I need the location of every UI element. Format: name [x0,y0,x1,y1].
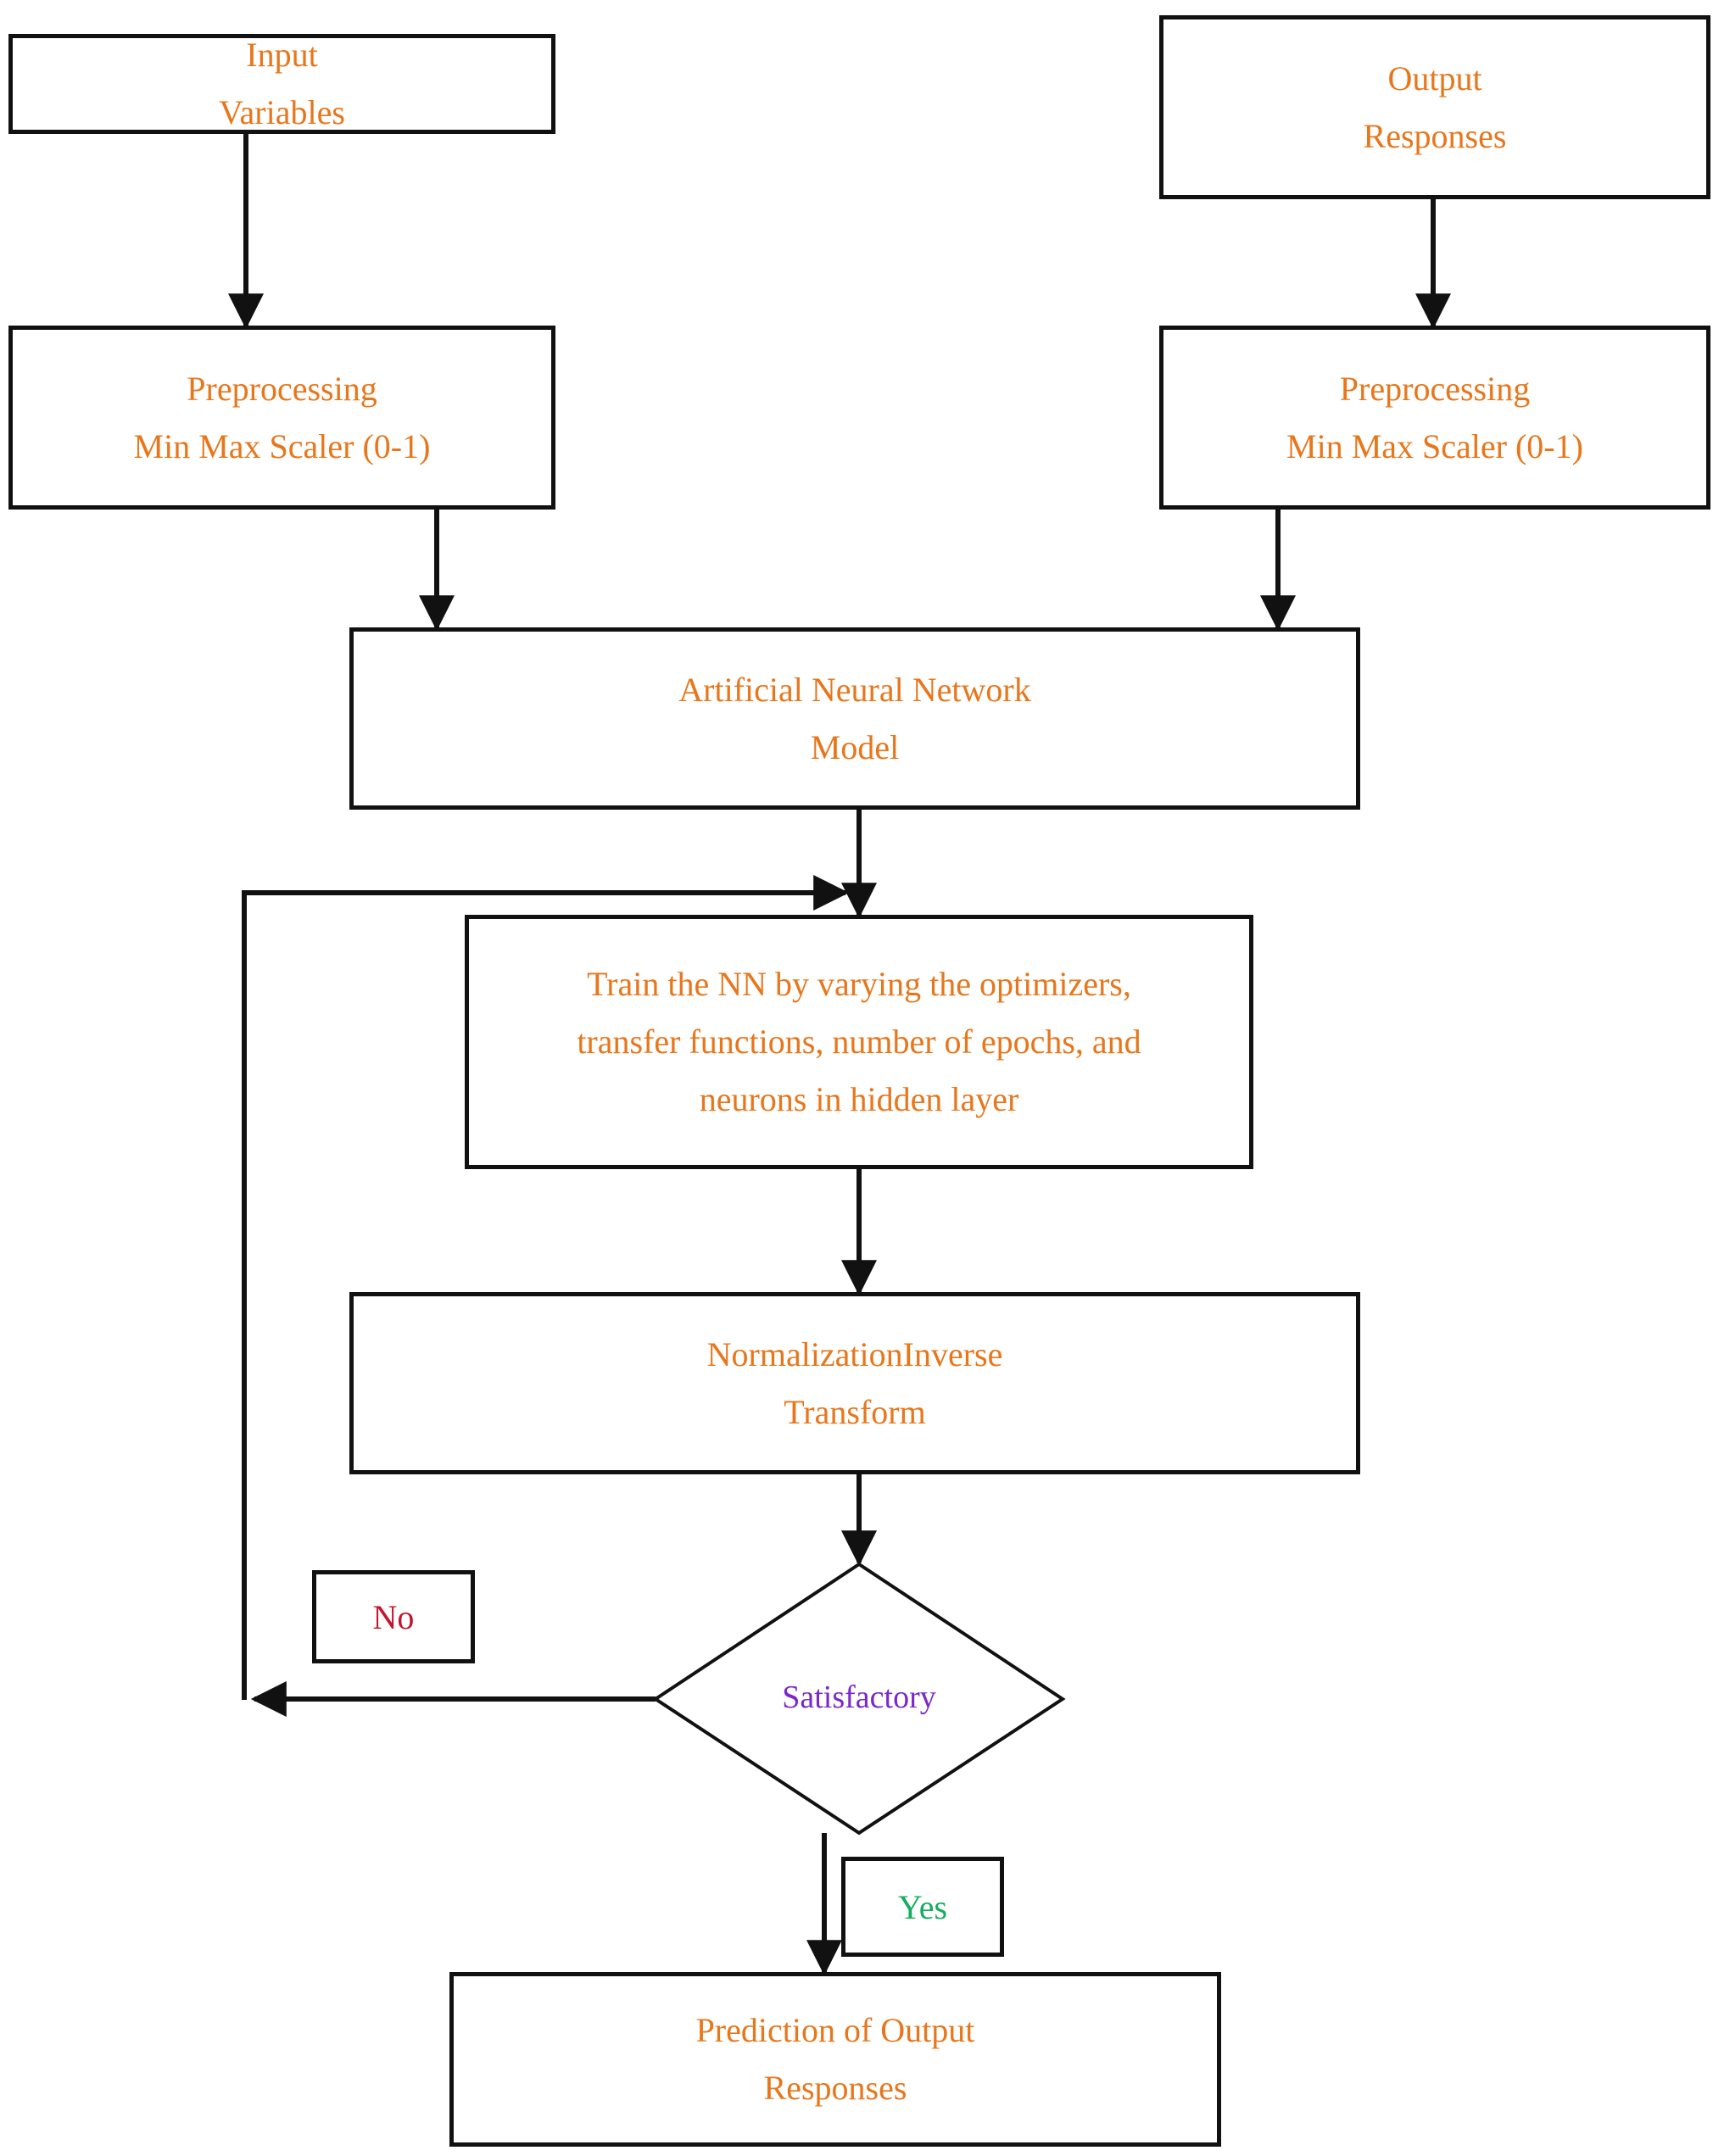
node-preprocessing-left-line2: Min Max Scaler (0-1) [133,426,431,465]
decision-label: Satisfactory [782,1680,936,1715]
node-train-nn[interactable]: Train the NN by varying the optimizers, … [465,915,1253,1169]
node-prediction-line1: Prediction of Output [695,2011,975,2049]
node-normalization-inverse-transform[interactable]: NormalizationInverse Transform [349,1292,1360,1474]
edge-label-yes: Yes [841,1857,1004,1957]
node-train-nn-line2: transfer functions, number of epochs, an… [577,1022,1141,1061]
node-preprocessing-left-line1: Preprocessing [187,369,377,408]
node-prediction-of-output-responses[interactable]: Prediction of Output Responses [449,1972,1221,2147]
node-train-nn-line1: Train the NN by varying the optimizers, [587,965,1131,1003]
node-train-nn-line3: neurons in hidden layer [699,1080,1019,1118]
node-ann-model-line2: Model [810,727,900,766]
node-output-responses[interactable]: Output Responses [1159,15,1710,199]
node-ann-model[interactable]: Artificial Neural Network Model [349,627,1360,810]
node-preprocessing-right-line1: Preprocessing [1339,369,1531,408]
node-prediction-line2: Responses [763,2069,907,2107]
node-output-responses-line2: Responses [1363,116,1507,155]
edge-label-no: No [312,1570,475,1663]
node-preprocessing-left[interactable]: Preprocessing Min Max Scaler (0-1) [8,326,555,510]
node-input-variables-line2: Variables [219,93,345,131]
node-normalization-line2: Transform [784,1392,926,1431]
node-preprocessing-right[interactable]: Preprocessing Min Max Scaler (0-1) [1159,326,1710,510]
node-input-variables-line1: Input [246,36,318,74]
node-preprocessing-right-line2: Min Max Scaler (0-1) [1286,426,1583,465]
node-input-variables[interactable]: Input Variables [8,34,555,134]
node-normalization-line1: NormalizationInverse [706,1334,1003,1373]
edge-label-yes-text: Yes [897,1887,948,1926]
edge-label-no-text: No [372,1597,415,1636]
node-output-responses-line1: Output [1387,58,1482,97]
node-ann-model-line1: Artificial Neural Network [678,670,1031,709]
